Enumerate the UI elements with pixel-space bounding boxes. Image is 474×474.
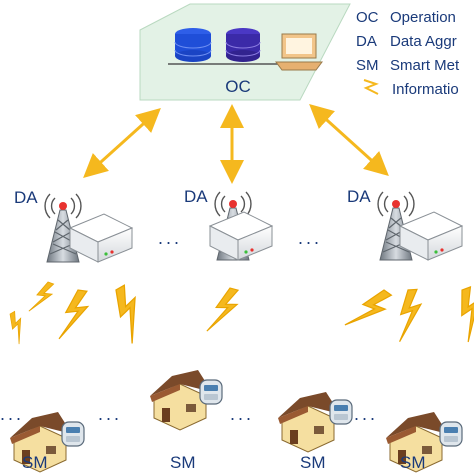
ellipsis: ... — [158, 228, 182, 248]
database-icon — [174, 28, 212, 62]
da-label: DA — [184, 187, 208, 206]
legend-abbr-oc: OC — [356, 9, 379, 26]
link-oc-da-1 — [83, 107, 161, 179]
ellipsis: ... — [98, 404, 122, 424]
lightning-bolt-icon — [206, 284, 242, 338]
legend-text-sm: Smart Met — [390, 57, 460, 74]
aggregator-1: DA — [14, 188, 133, 263]
smart-meter-house-2 — [149, 369, 223, 431]
ellipsis: ... — [354, 404, 378, 424]
oc-label: OC — [225, 77, 251, 96]
smart-meter-house-3 — [277, 391, 353, 453]
ellipsis: ... — [298, 228, 322, 248]
legend-text-info: Informatio — [392, 81, 459, 98]
smart-meter-icon — [61, 421, 85, 447]
wireless-links — [3, 278, 474, 345]
house-icon — [277, 391, 341, 453]
legend-text-da: Data Aggr — [390, 33, 457, 50]
oc-da-links — [83, 103, 389, 184]
da-label: DA — [14, 188, 38, 207]
aggregator-device-icon — [69, 213, 133, 263]
lightning-bolt-icon — [28, 278, 56, 318]
da-label: DA — [347, 187, 371, 206]
operation-center: OC — [139, 3, 351, 101]
ellipsis: ... — [0, 404, 24, 424]
laptop-icon — [275, 33, 323, 71]
lightning-bolt-icon — [344, 282, 395, 340]
sm-label: SM — [300, 453, 326, 472]
legend-abbr-da: DA — [356, 33, 377, 50]
lightning-bolt-icon — [395, 288, 425, 343]
lightning-bolt-icon — [3, 310, 32, 345]
smart-meter-icon — [199, 379, 223, 405]
lightning-bolt-icon — [58, 287, 91, 343]
lightning-bolt-icon — [363, 79, 379, 95]
lightning-bolt-icon — [104, 282, 155, 345]
database-icon — [225, 28, 261, 62]
lightning-bolt-icon — [450, 285, 474, 343]
sm-label: SM — [400, 453, 426, 472]
legend-abbr-sm: SM — [356, 57, 379, 74]
smart-meter-icon — [439, 421, 463, 447]
aggregator-2: DA — [184, 187, 273, 261]
legend-text-oc: Operation — [390, 9, 456, 26]
sm-label: SM — [22, 453, 48, 472]
aggregator-3: DA — [347, 187, 463, 261]
sm-label: SM — [170, 453, 196, 472]
ellipsis: ... — [230, 404, 254, 424]
smart-meter-icon — [329, 399, 353, 425]
link-oc-da-3 — [309, 103, 389, 177]
legend: OC Operation DA Data Aggr SM Smart Met I… — [356, 9, 460, 98]
